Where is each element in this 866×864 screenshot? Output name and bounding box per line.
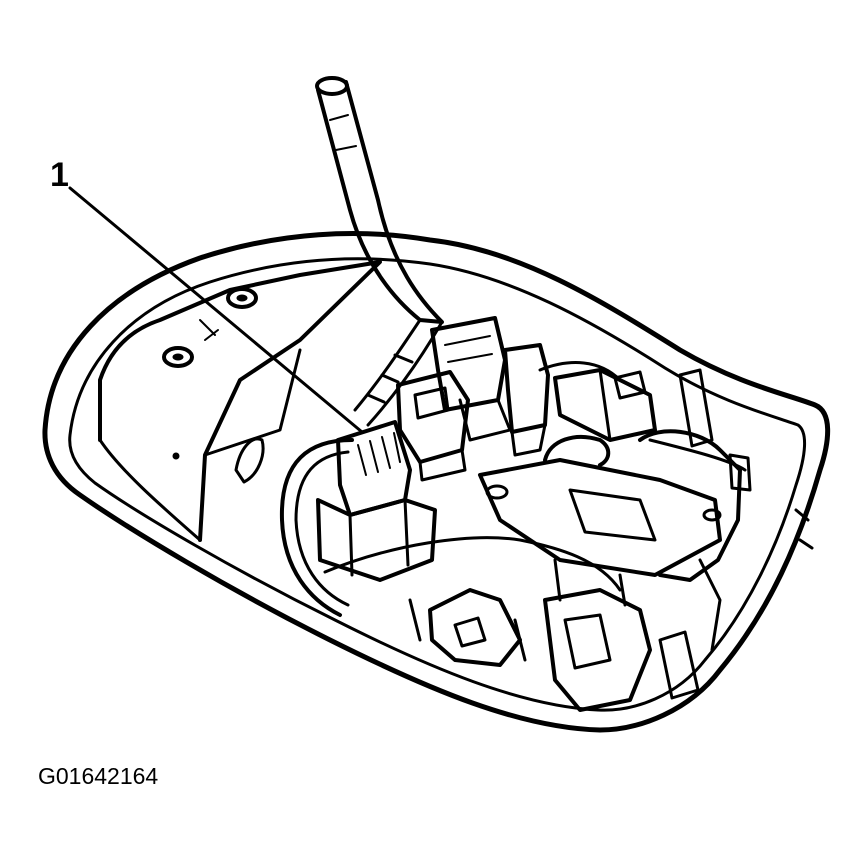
- motor-housing-body: [98, 260, 382, 542]
- motor-housing-side: [98, 438, 202, 542]
- pivot-round: [543, 434, 611, 467]
- mount-boss-upper: [226, 287, 258, 309]
- callout-1-label: 1: [50, 156, 69, 194]
- harness-tube: [316, 80, 444, 324]
- motor-slot: [234, 437, 265, 484]
- relay-module: [503, 343, 550, 434]
- harness-tube-end: [315, 76, 349, 96]
- figure-id: G01642164: [38, 763, 159, 789]
- callout-1-leader: [68, 186, 364, 434]
- housing-rim-lip: [794, 508, 814, 550]
- connector-2: [396, 370, 470, 464]
- adjuster-housing: [638, 429, 742, 582]
- motor-bracket-plate: [478, 458, 722, 577]
- connector-block-base: [316, 498, 437, 582]
- housing-inner-rim: [68, 257, 807, 712]
- connector-1-pins: [357, 432, 401, 476]
- lower-motor: [543, 588, 652, 712]
- wire-loop-inner: [294, 450, 350, 607]
- mount-boss-lower: [162, 346, 194, 368]
- harness-split-loom: [353, 318, 444, 427]
- motor-bracket-window: [568, 488, 657, 542]
- lower-bracket: [428, 588, 522, 667]
- motor-housing-face: [203, 348, 302, 457]
- housing-outer-shell: [42, 231, 831, 733]
- connector-3: [430, 316, 507, 412]
- wire-loop: [279, 438, 354, 617]
